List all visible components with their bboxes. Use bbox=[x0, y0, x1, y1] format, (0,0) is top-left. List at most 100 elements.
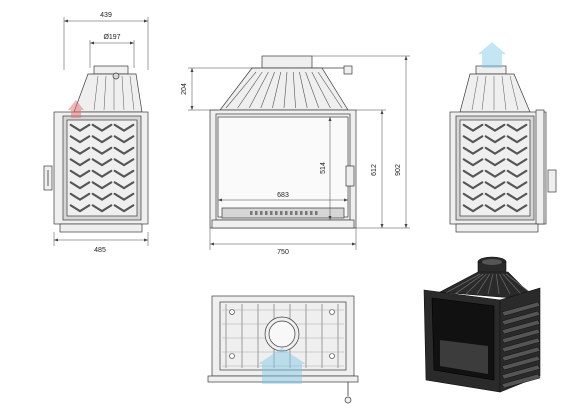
herringbone-chevron bbox=[91, 204, 113, 213]
hood-ribs bbox=[225, 71, 343, 109]
iso-fin bbox=[501, 355, 541, 371]
iso-hood-rib bbox=[443, 273, 481, 295]
herringbone-chevron bbox=[69, 135, 91, 144]
herringbone-chevron bbox=[462, 123, 484, 132]
vent-slot bbox=[315, 211, 318, 215]
herringbone-chevron bbox=[506, 204, 528, 213]
dim-front-body-height: 612 bbox=[371, 164, 378, 176]
iso-fin bbox=[501, 364, 541, 380]
herringbone-chevron bbox=[113, 135, 135, 144]
herringbone-chevron bbox=[506, 192, 528, 201]
iso-fin bbox=[501, 337, 541, 353]
herringbone-chevron bbox=[91, 123, 113, 132]
vent-slot bbox=[275, 211, 278, 215]
herringbone-chevron bbox=[506, 169, 528, 178]
iso-side-fins bbox=[501, 301, 541, 389]
dim-flue-diameter: Ø197 bbox=[103, 34, 120, 41]
hood-rib bbox=[283, 71, 288, 109]
herringbone-chevron bbox=[462, 135, 484, 144]
dim-front-inner-width: 683 bbox=[277, 192, 289, 199]
herringbone-chevron bbox=[113, 181, 135, 190]
vent-slot bbox=[305, 211, 308, 215]
herringbone-chevron bbox=[506, 146, 528, 155]
iso-hood-rib bbox=[505, 273, 533, 295]
herringbone-chevron bbox=[69, 123, 91, 132]
herringbone-chevron bbox=[69, 158, 91, 167]
iso-hood-rib bbox=[499, 273, 511, 295]
herringbone-chevron bbox=[484, 146, 506, 155]
hood-rib bbox=[292, 71, 296, 109]
iso-fin bbox=[501, 319, 541, 335]
herringbone-chevron bbox=[113, 204, 135, 213]
dim-side-top-width: 439 bbox=[100, 12, 112, 19]
isometric-view bbox=[423, 256, 541, 393]
iso-fin bbox=[501, 328, 541, 344]
top-bolt bbox=[229, 353, 235, 359]
herringbone-chevron bbox=[462, 169, 484, 178]
iso-hood-rib bbox=[487, 273, 494, 295]
herringbone-chevron bbox=[91, 192, 113, 201]
herringbone-chevron bbox=[462, 204, 484, 213]
iso-hood-rib bbox=[495, 273, 500, 295]
herringbone-chevron bbox=[113, 123, 135, 132]
herringbone-chevron bbox=[506, 135, 528, 144]
dim-side-bottom-width: 485 bbox=[94, 247, 106, 254]
hood-rib bbox=[299, 71, 308, 109]
herringbone-chevron bbox=[484, 192, 506, 201]
herringbone-chevron bbox=[462, 181, 484, 190]
hood-rib bbox=[317, 71, 343, 109]
herringbone-chevron bbox=[462, 158, 484, 167]
vent-slot bbox=[310, 211, 313, 215]
vent-slot bbox=[255, 211, 258, 215]
left-side-view: 439 Ø197 485 bbox=[43, 12, 149, 254]
herringbone-chevron bbox=[484, 181, 506, 190]
herringbone-chevron bbox=[113, 169, 135, 178]
herringbone-chevron bbox=[91, 146, 113, 155]
iso-hood-rib bbox=[502, 273, 522, 295]
hood-rib bbox=[237, 71, 263, 109]
herringbone-chevron bbox=[113, 158, 135, 167]
vent-slot bbox=[280, 211, 283, 215]
house-watermark-icon bbox=[258, 348, 306, 384]
dim-front-opening-height: 514 bbox=[320, 162, 327, 174]
herringbone-panel-right bbox=[462, 123, 528, 213]
herringbone-chevron bbox=[69, 204, 91, 213]
herringbone-chevron bbox=[91, 158, 113, 167]
right-side-view bbox=[449, 42, 557, 233]
herringbone-chevron bbox=[69, 146, 91, 155]
house-watermark-icon bbox=[478, 42, 506, 68]
iso-hood-rib bbox=[454, 273, 484, 295]
hood-rib bbox=[225, 71, 257, 109]
iso-fin bbox=[501, 346, 541, 362]
iso-hood-ribs bbox=[443, 273, 533, 295]
iso-fin bbox=[501, 373, 541, 389]
herringbone-chevron bbox=[91, 135, 113, 144]
vent-slot bbox=[295, 211, 298, 215]
herringbone-chevron bbox=[484, 135, 506, 144]
house-watermark-icon bbox=[68, 100, 84, 118]
herringbone-chevron bbox=[91, 181, 113, 190]
herringbone-chevron bbox=[484, 204, 506, 213]
top-view bbox=[207, 295, 359, 404]
herringbone-chevron bbox=[462, 192, 484, 201]
iso-hood-rib bbox=[465, 273, 487, 295]
herringbone-panel-left bbox=[69, 123, 135, 213]
vent-slot bbox=[290, 211, 293, 215]
dim-front-hood-height: 204 bbox=[181, 83, 188, 95]
hood-rib bbox=[248, 71, 269, 109]
herringbone-chevron bbox=[69, 181, 91, 190]
top-bolt bbox=[329, 353, 335, 359]
vent-slot bbox=[265, 211, 268, 215]
herringbone-chevron bbox=[484, 158, 506, 167]
dim-front-total-height: 902 bbox=[395, 164, 402, 176]
herringbone-chevron bbox=[506, 181, 528, 190]
vent-slot bbox=[270, 211, 273, 215]
herringbone-chevron bbox=[484, 123, 506, 132]
hood-rib bbox=[311, 71, 331, 109]
iso-hood-rib bbox=[476, 273, 491, 295]
iso-fin bbox=[501, 310, 541, 326]
herringbone-chevron bbox=[462, 146, 484, 155]
top-bolt bbox=[329, 309, 335, 315]
iso-fin bbox=[501, 301, 541, 317]
